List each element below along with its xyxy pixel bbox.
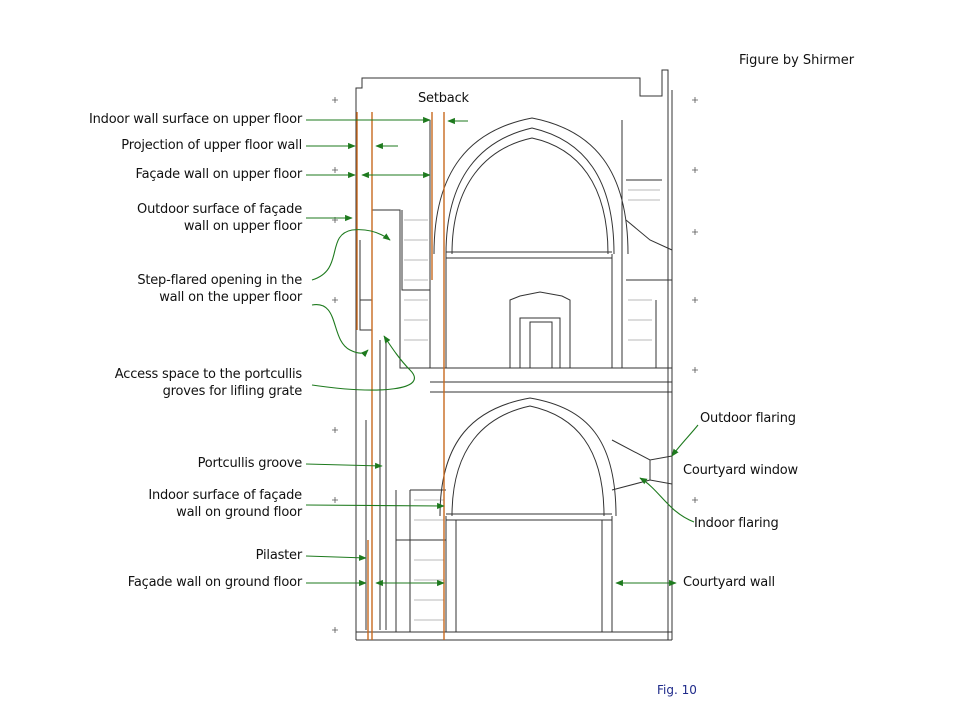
label-courtyard-window: Courtyard window <box>683 463 798 478</box>
facade-block-ground <box>395 489 446 632</box>
step-flared-arrow <box>311 229 391 281</box>
upper-arch-inner <box>445 127 615 255</box>
label-indoor-surface-ground-line1: Indoor surface of façade <box>148 488 302 503</box>
label-indoor-surface-ground-line2: wall on ground floor <box>176 505 302 520</box>
label-courtyard-wall: Courtyard wall <box>683 575 775 590</box>
outdoor-flaring-arrow <box>671 424 699 457</box>
pilaster-arrow <box>305 554 367 561</box>
indoor-surface-ground-arrow <box>305 502 445 510</box>
roof-outline <box>355 69 669 640</box>
lower-arch-inner <box>451 405 605 517</box>
label-indoor-wall-upper: Indoor wall surface on upper floor <box>88 112 302 127</box>
upper-floor-slab <box>446 251 612 259</box>
figure-credit: Figure by Shirmer <box>739 53 855 68</box>
portcullis-groove-arrow <box>305 462 383 469</box>
label-indoor-flaring: Indoor flaring <box>694 516 779 531</box>
central-door <box>509 291 571 368</box>
access-space-arrow <box>311 304 369 358</box>
middle-floor-slab <box>430 367 672 393</box>
label-step-flared-line1: Step-flared opening in the <box>137 273 302 288</box>
courtyard-window <box>611 439 673 491</box>
label-projection-upper: Projection of upper floor wall <box>121 138 302 153</box>
indoor-flaring-arrow <box>639 477 695 523</box>
label-access-space: Access space to the portcullis groves fo… <box>115 366 302 400</box>
figure-number: Fig. 10 <box>657 683 697 697</box>
label-outdoor-surface-line2: wall on upper floor <box>183 219 302 234</box>
label-pilaster: Pilaster <box>255 548 303 563</box>
label-outdoor-flaring: Outdoor flaring <box>700 411 796 426</box>
ground-floor-line <box>356 631 672 641</box>
label-outdoor-surface: Outdoor surface of façade wall on upper … <box>137 201 302 235</box>
label-facade-ground: Façade wall on ground floor <box>127 575 302 590</box>
label-outdoor-surface-line1: Outdoor surface of façade <box>137 202 302 217</box>
label-step-flared: Step-flared opening in the wall on the u… <box>137 272 302 306</box>
label-step-flared-line2: wall on the upper floor <box>159 290 302 305</box>
label-indoor-surface-ground: Indoor surface of façade wall on ground … <box>148 487 302 521</box>
label-access-space-line1: Access space to the portcullis <box>114 367 302 382</box>
lower-arch-outer <box>439 397 617 517</box>
label-setback: Setback <box>418 91 469 106</box>
label-access-space-line2: groves for lifling grate <box>162 384 303 399</box>
upper-arch-intrados <box>451 137 609 255</box>
label-portcullis-groove: Portcullis groove <box>197 456 303 471</box>
label-facade-upper: Façade wall on upper floor <box>135 167 303 182</box>
facade-block-upper <box>359 209 430 369</box>
ground-lower-slab <box>446 513 612 521</box>
portcullis-groove-lines <box>365 340 387 630</box>
